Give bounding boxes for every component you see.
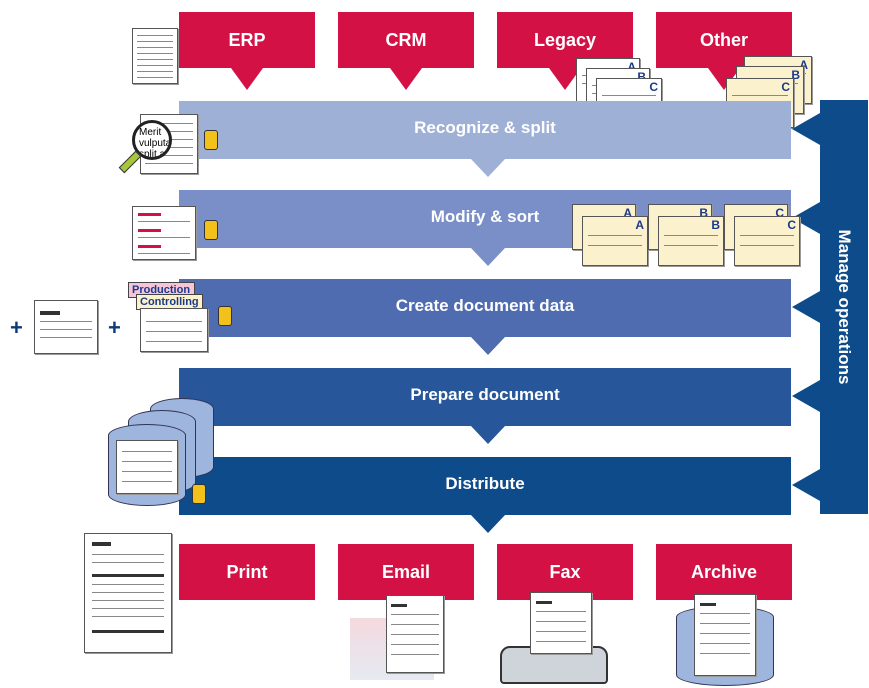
- sorted-data-icon: [132, 206, 196, 260]
- printed-invoice-icon: [84, 533, 172, 653]
- output-fax-label: Fax: [549, 562, 581, 582]
- manage-arrow-3: [792, 291, 820, 323]
- step-recognize-split: Recognize & split: [179, 101, 791, 159]
- doc-letter-b: B: [711, 218, 720, 232]
- output-email-label: Email: [381, 562, 431, 582]
- output-archive: Archive: [656, 544, 792, 600]
- source-crm-label: CRM: [385, 30, 427, 50]
- controlling-tag: Controlling: [136, 294, 203, 310]
- step-arrow: [471, 515, 505, 533]
- doc-letter-b: B: [791, 68, 800, 82]
- step-distribute: Distribute: [179, 457, 791, 515]
- step-label: Recognize & split: [414, 118, 556, 137]
- doc-letter-c: C: [649, 80, 658, 94]
- output-print-label: Print: [226, 562, 268, 582]
- doc-letter-c: C: [775, 206, 784, 220]
- manage-operations-bar: Manage operations: [820, 100, 868, 514]
- stacked-doc-icon: Production Controlling: [128, 282, 210, 352]
- archive-doc-icon: [694, 594, 756, 676]
- magnifier-text: vulputa: [139, 138, 172, 149]
- template-doc-icon: [34, 300, 98, 354]
- step-label: Distribute: [445, 474, 525, 493]
- magnifier-text: split a: [139, 149, 166, 160]
- source-erp: ERP: [179, 12, 315, 90]
- step-arrow: [471, 337, 505, 355]
- source-other-label: Other: [699, 30, 748, 50]
- doc-letter-b: B: [637, 70, 646, 84]
- manage-arrow-4: [792, 380, 820, 412]
- step-label: Prepare document: [410, 385, 560, 404]
- manage-arrow-5: [792, 469, 820, 501]
- step-prepare-document: Prepare document: [179, 368, 791, 426]
- email-doc-icon: [386, 595, 444, 673]
- doc-letter-a: A: [799, 58, 808, 72]
- doc-letter-a: A: [623, 206, 632, 220]
- manage-arrow-1: [792, 113, 820, 145]
- tag-icon: [218, 306, 232, 326]
- source-crm: CRM: [338, 12, 474, 90]
- doc-letter-a: A: [627, 60, 636, 74]
- source-erp-label: ERP: [228, 30, 266, 50]
- raw-data-icon: [132, 28, 178, 84]
- step-arrow: [471, 426, 505, 444]
- output-fax: Fax: [497, 544, 633, 600]
- doc-letter-c: C: [781, 80, 790, 94]
- plus-icon: +: [10, 315, 23, 340]
- source-legacy: Legacy: [497, 12, 633, 90]
- output-email: Email: [338, 544, 474, 600]
- step-label: Modify & sort: [430, 207, 540, 226]
- step-create-document-data: Create document data: [179, 279, 791, 337]
- plus-icon: +: [108, 315, 121, 340]
- doc-letter-c: C: [787, 218, 796, 232]
- step-arrow: [471, 159, 505, 177]
- doc-letter-b: B: [699, 206, 708, 220]
- magnifier-handle: [118, 150, 142, 174]
- tag-icon: [192, 484, 206, 504]
- output-print: Print: [179, 544, 315, 600]
- tag-icon: [204, 130, 218, 150]
- fax-doc-icon: [530, 592, 592, 654]
- magnifier-text: Merit: [139, 127, 162, 138]
- step-arrow: [471, 248, 505, 266]
- doc-letter-a: A: [635, 218, 644, 232]
- manage-operations-label: Manage operations: [835, 229, 854, 385]
- source-legacy-label: Legacy: [533, 30, 597, 50]
- tag-icon: [204, 220, 218, 240]
- output-archive-label: Archive: [690, 562, 758, 582]
- step-label: Create document data: [395, 296, 575, 315]
